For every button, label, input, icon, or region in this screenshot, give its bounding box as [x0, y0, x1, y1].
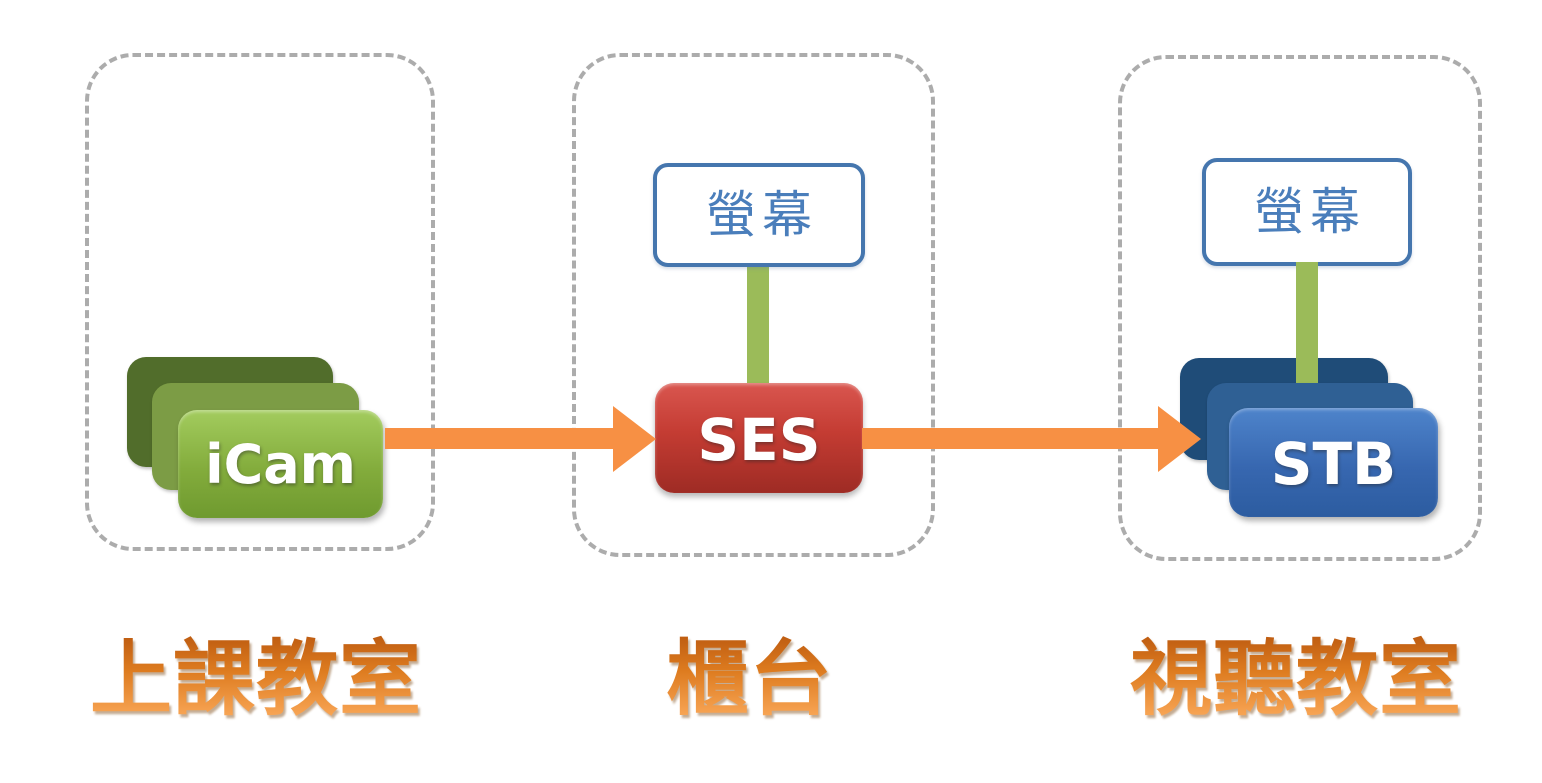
- arrow-ses-to-stb-head-icon: [1158, 406, 1201, 472]
- caption-classroom: 上課教室: [85, 632, 427, 727]
- connector-screen-to-stb: [1296, 262, 1318, 412]
- icam-label: iCam: [205, 433, 356, 496]
- connector-screen-to-ses: [747, 263, 769, 387]
- screen-label-counter: 螢幕: [706, 186, 818, 244]
- stb-card-front: STB: [1229, 408, 1438, 517]
- arrow-icam-to-ses-shaft: [385, 428, 613, 449]
- stb-label: STB: [1270, 430, 1397, 498]
- screen-label-av-room: 螢幕: [1254, 183, 1366, 241]
- ses-label: SES: [697, 406, 821, 474]
- caption-counter: 櫃台: [572, 632, 927, 727]
- arrow-icam-to-ses-head-icon: [613, 406, 656, 472]
- icam-card-front: iCam: [178, 410, 383, 518]
- arrow-ses-to-stb-shaft: [862, 428, 1158, 449]
- container-av-room: [1118, 55, 1482, 561]
- screen-box-av-room: 螢幕: [1202, 158, 1412, 266]
- container-counter: [572, 53, 935, 557]
- container-classroom: [85, 53, 435, 551]
- ses-node: SES: [655, 383, 863, 493]
- caption-av-room: 視聽教室: [1118, 632, 1474, 727]
- screen-box-counter: 螢幕: [653, 163, 865, 267]
